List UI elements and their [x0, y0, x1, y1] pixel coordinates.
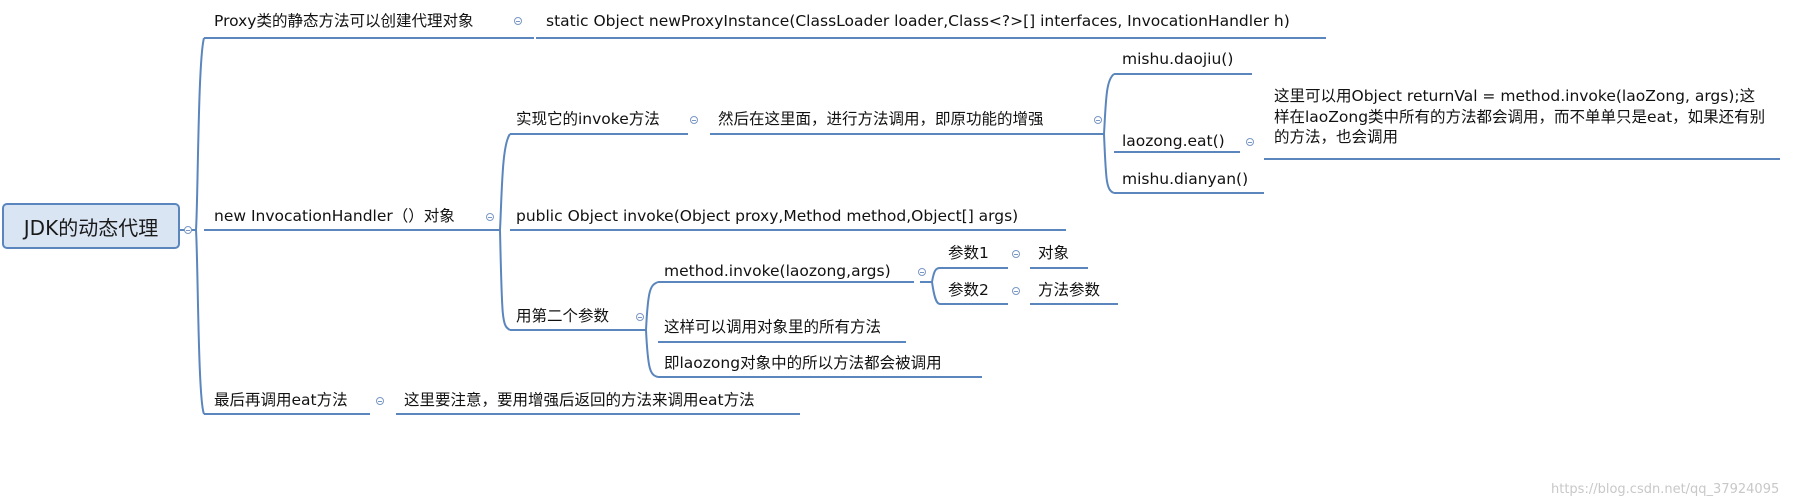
finally-call-eat-node[interactable]: 最后再调用eat方法 — [214, 391, 348, 409]
collapse-toggle-icon[interactable] — [1012, 287, 1020, 295]
root-label: JDK的动态代理 — [23, 215, 159, 240]
collapse-toggle-icon[interactable] — [1012, 250, 1020, 258]
param1-node[interactable]: 参数1 — [948, 244, 989, 262]
param1-value-node[interactable]: 对象 — [1038, 244, 1070, 262]
call-all-methods-node[interactable]: 这样可以调用对象里的所有方法 — [664, 318, 882, 336]
public-invoke-node[interactable]: public Object invoke(Object proxy,Method… — [516, 207, 1019, 225]
all-methods-called-node[interactable]: 即laozong对象中的所以方法都会被调用 — [664, 354, 942, 372]
root-node[interactable]: JDK的动态代理 — [2, 203, 180, 249]
collapse-toggle-icon[interactable] — [636, 313, 644, 321]
new-proxy-instance-node[interactable]: static Object newProxyInstance(ClassLoad… — [546, 12, 1290, 30]
collapse-toggle-icon[interactable] — [376, 397, 384, 405]
collapse-toggle-icon[interactable] — [184, 226, 192, 234]
collapse-toggle-icon[interactable] — [690, 116, 698, 124]
proxy-static-node[interactable]: Proxy类的静态方法可以创建代理对象 — [214, 12, 474, 30]
param2-value-node[interactable]: 方法参数 — [1038, 281, 1101, 299]
mishu-daojiu-node[interactable]: mishu.daojiu() — [1122, 50, 1234, 68]
collapse-toggle-icon[interactable] — [1246, 138, 1254, 146]
laozong-eat-node[interactable]: laozong.eat() — [1122, 132, 1225, 150]
watermark: https://blog.csdn.net/qq_37924095 — [1551, 482, 1780, 497]
collapse-toggle-icon[interactable] — [486, 213, 494, 221]
mishu-dianyan-node[interactable]: mishu.dianyan() — [1122, 170, 1249, 188]
laozong-note-node[interactable]: 这里可以用Object returnVal = method.invoke(la… — [1274, 87, 1766, 146]
use-second-param-node[interactable]: 用第二个参数 — [516, 307, 610, 325]
implement-invoke-node[interactable]: 实现它的invoke方法 — [516, 110, 660, 128]
method-invoke-node[interactable]: method.invoke(laozong,args) — [664, 262, 891, 280]
new-handler-node[interactable]: new InvocationHandler（）对象 — [214, 207, 455, 225]
param2-node[interactable]: 参数2 — [948, 281, 989, 299]
collapse-toggle-icon[interactable] — [514, 17, 522, 25]
collapse-toggle-icon[interactable] — [918, 268, 926, 276]
then-call-node[interactable]: 然后在这里面，进行方法调用，即原功能的增强 — [718, 110, 1044, 128]
collapse-toggle-icon[interactable] — [1094, 116, 1102, 124]
finally-note-node[interactable]: 这里要注意，要用增强后返回的方法来调用eat方法 — [404, 391, 755, 409]
